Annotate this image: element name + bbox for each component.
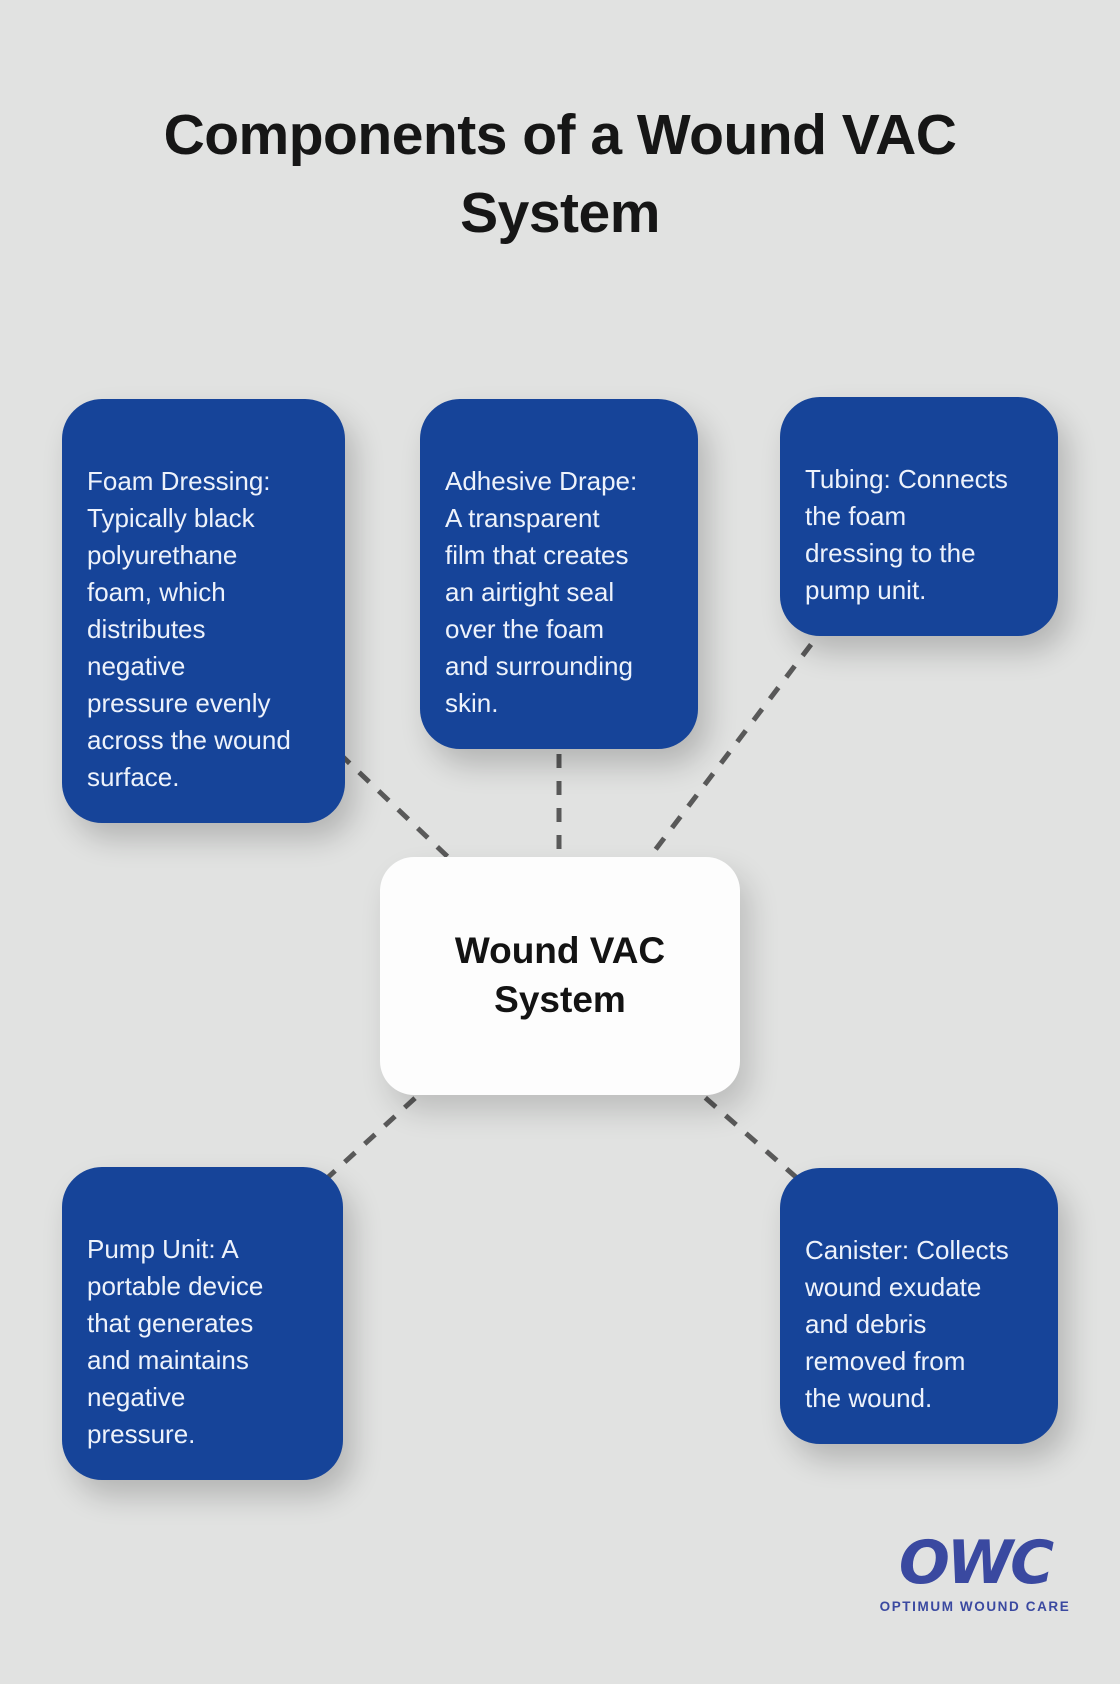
node-pump-unit: Pump Unit: A portable device that genera…	[62, 1167, 343, 1480]
node-pump-unit-text: Pump Unit: A portable device that genera…	[87, 1234, 264, 1449]
node-adhesive-drape-text: Adhesive Drape: A transparent film that …	[445, 466, 638, 718]
center-node-label: Wound VAC System	[454, 930, 666, 1020]
node-tubing: Tubing: Connects the foam dressing to th…	[780, 397, 1058, 636]
node-canister: Canister: Collects wound exudate and deb…	[780, 1168, 1058, 1444]
node-foam-dressing: Foam Dressing: Typically black polyureth…	[62, 399, 345, 823]
connector-foam-to-center	[318, 733, 472, 880]
owc-logo: OWC OPTIMUM WOUND CARE	[860, 1528, 1090, 1615]
center-node-wound-vac-system: Wound VAC System	[380, 857, 740, 1095]
node-adhesive-drape: Adhesive Drape: A transparent film that …	[420, 399, 698, 749]
owc-logo-acronym: OWC	[898, 1528, 1054, 1598]
connector-center-to-canister	[683, 1078, 807, 1187]
page-title: Components of a Wound VAC System	[163, 103, 957, 246]
node-foam-dressing-text: Foam Dressing: Typically black polyureth…	[87, 466, 291, 792]
node-tubing-text: Tubing: Connects the foam dressing to th…	[805, 464, 1008, 605]
owc-logo-tagline: OPTIMUM WOUND CARE	[879, 1599, 1071, 1614]
connector-center-to-pump	[323, 1078, 437, 1182]
node-canister-text: Canister: Collects wound exudate and deb…	[805, 1235, 1009, 1413]
